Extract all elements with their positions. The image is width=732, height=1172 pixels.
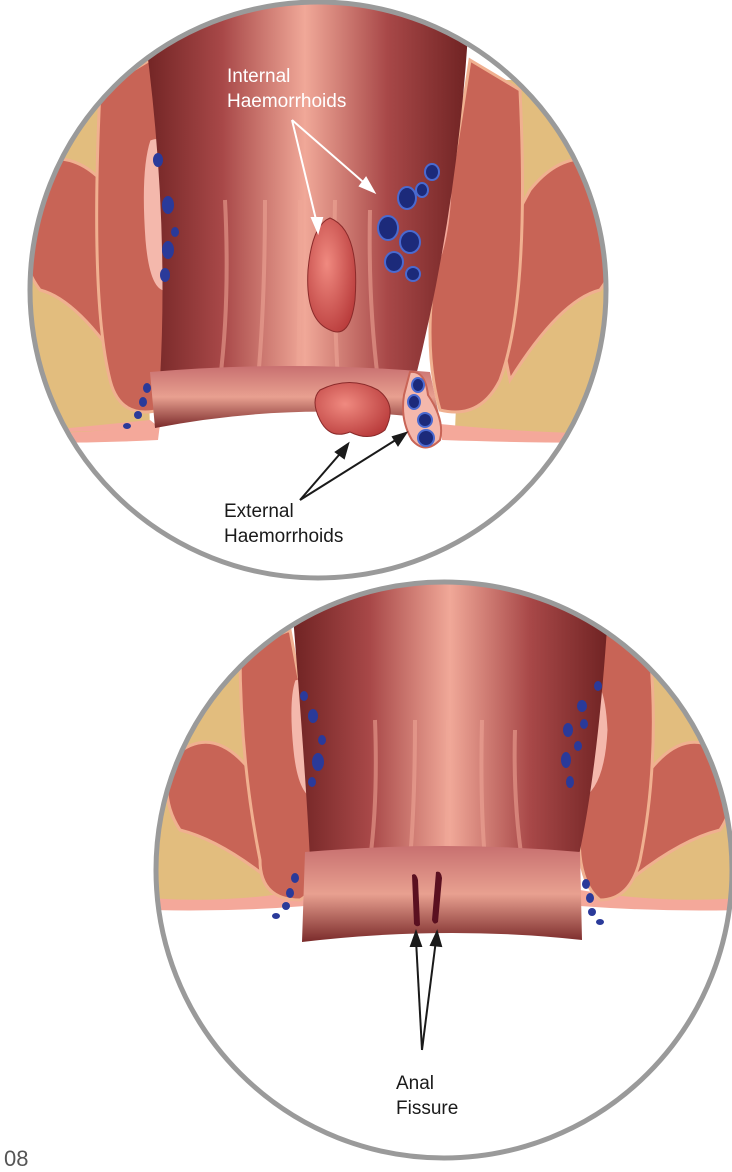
external-haemorrhoid [315,383,390,437]
page-number: 08 [4,1146,28,1172]
anal-fissure-diagram: Anal Fissure [150,580,732,1158]
internal-label-line2: Haemorrhoids [227,91,346,112]
fissure-label-line1: Anal [396,1073,434,1094]
external-label-line1: External [224,501,294,522]
anal-opening [302,846,582,942]
internal-label-line1: Internal [227,66,290,87]
external-label-line2: Haemorrhoids [224,526,343,547]
fissure-label-line2: Fissure [396,1098,458,1119]
haemorrhoids-diagram: Internal Haemorrhoids External Haemorrho… [0,0,640,578]
